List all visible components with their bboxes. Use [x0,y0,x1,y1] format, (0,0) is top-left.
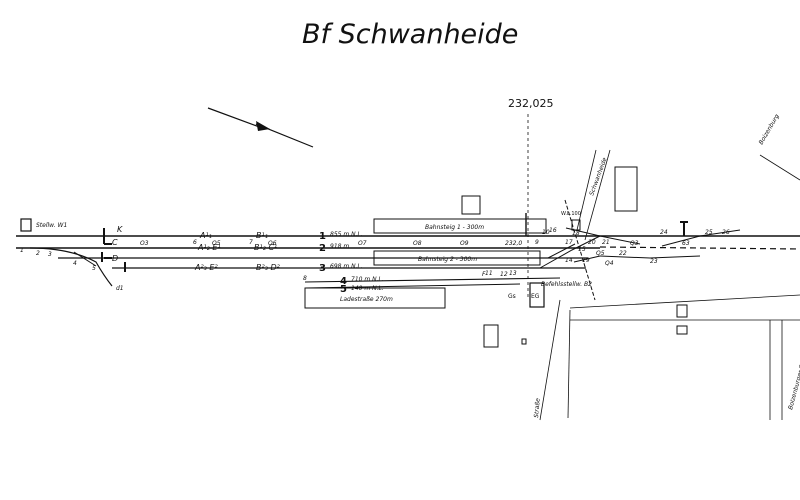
svg-text:23: 23 [650,258,658,265]
signal-a3: A²₃ E² [194,263,218,272]
svg-text:2: 2 [36,250,40,257]
platform-2-label: Bahnsteig 2 - 300m [418,256,477,263]
platform-2 [373,250,541,266]
svg-text:18: 18 [572,230,580,237]
signal-wl: W.L.100 [561,211,581,217]
track-labels: 1 855 m N.L. 2 918 m 3 698 m N.L. 4 710 … [319,231,384,295]
svg-text:12: 12 [500,271,508,278]
markers [101,213,688,272]
svg-text:22: 22 [619,250,627,257]
svg-text:O9: O9 [460,240,469,247]
signal-a1: A¹₁ [199,231,212,240]
building [521,338,527,345]
svg-text:9: 9 [535,239,539,246]
stellwerk-b2-label: Befehlsstellw. B2 [541,281,592,288]
svg-text:8: 8 [303,275,307,282]
svg-text:O7: O7 [358,240,367,247]
platform-1-label: Bahnsteig 1 - 300m [425,224,484,231]
svg-text:3: 3 [319,263,326,274]
svg-text:140 m N.L.: 140 m N.L. [351,285,384,292]
signal-d: D [112,254,118,263]
svg-text:O3: O3 [140,240,149,247]
signal-b2: B¹₂ C¹ [254,243,277,252]
svg-text:O8: O8 [413,240,422,247]
svg-text:O5: O5 [212,240,221,247]
signal-b3: B²₃ D² [256,263,281,272]
svg-text:1: 1 [20,247,24,254]
svg-text:232,0: 232,0 [505,240,522,247]
svg-text:1: 1 [319,231,326,242]
svg-text:Straße: Straße [533,398,542,419]
station-title: Bf Schwanheide [302,19,518,50]
eg-label: EG [531,293,540,300]
svg-text:14: 14 [565,257,573,264]
svg-text:232,025: 232,025 [508,97,554,110]
km-marker: 232,025 [508,97,554,300]
svg-text:918 m: 918 m [330,243,349,250]
svg-text:2: 2 [319,243,326,254]
svg-text:Boizenburger Straße: Boizenburger Straße [787,349,800,411]
svg-text:26: 26 [722,229,730,236]
signals: K C D A¹₁ A¹₂ E¹ A²₃ E² B¹₁ B¹₂ C¹ B²₃ D… [112,211,581,292]
svg-text:F: F [482,271,486,278]
svg-text:20: 20 [588,239,596,246]
svg-text:16: 16 [549,227,557,234]
building [461,195,481,215]
svg-text:Boizenburg: Boizenburg [758,113,781,146]
tracks [16,227,800,289]
svg-text:5: 5 [340,284,347,295]
loading-road [304,287,446,309]
svg-text:13: 13 [509,270,517,277]
svg-text:25: 25 [705,229,713,236]
svg-text:Q3: Q3 [630,240,639,247]
building [676,325,688,335]
svg-text:5: 5 [92,265,96,272]
svg-text:17: 17 [565,239,573,246]
signal-b1: B¹₁ [256,231,268,240]
building [483,324,499,348]
building [614,166,638,212]
north-arrow [207,107,314,148]
svg-text:63: 63 [682,240,690,247]
svg-text:3: 3 [48,251,52,258]
svg-text:19: 19 [582,257,590,264]
building [676,304,688,318]
signal-a2: A¹₂ E¹ [197,243,221,252]
loading-road-label: Ladestraße 270m [340,296,393,303]
label-d1: d1 [116,285,124,292]
svg-text:Q4: Q4 [605,260,614,267]
roads: Boizenburg Boizenburger Straße Straße Sc… [533,113,800,421]
svg-text:6: 6 [193,239,197,246]
station-building [529,282,545,308]
svg-text:698 m N.L.: 698 m N.L. [330,263,363,270]
svg-text:710 m N.L.: 710 m N.L. [351,276,384,283]
svg-text:11: 11 [485,270,493,277]
switch-labels: 1 2 3 4 5 6 7 8 9 10 11 12 13 14 15 16 1… [20,227,730,282]
svg-text:24: 24 [660,229,668,236]
svg-text:10: 10 [542,229,550,236]
stellwerk-w1-label: Stellw. W1 [36,222,67,229]
svg-text:855 m N.L.: 855 m N.L. [330,231,363,238]
stellwerk-w1-building [20,218,32,232]
svg-text:4: 4 [73,260,77,267]
svg-text:4: 4 [340,276,347,287]
gs-label: Gs [508,293,516,300]
signal-c: C [112,238,118,247]
platform-1 [373,218,547,234]
svg-text:15: 15 [578,246,586,253]
svg-text:7: 7 [249,239,253,246]
signal-k: K [117,225,123,234]
svg-text:21: 21 [602,239,610,246]
svg-text:O6: O6 [268,240,277,247]
svg-text:Q5: Q5 [596,250,605,257]
